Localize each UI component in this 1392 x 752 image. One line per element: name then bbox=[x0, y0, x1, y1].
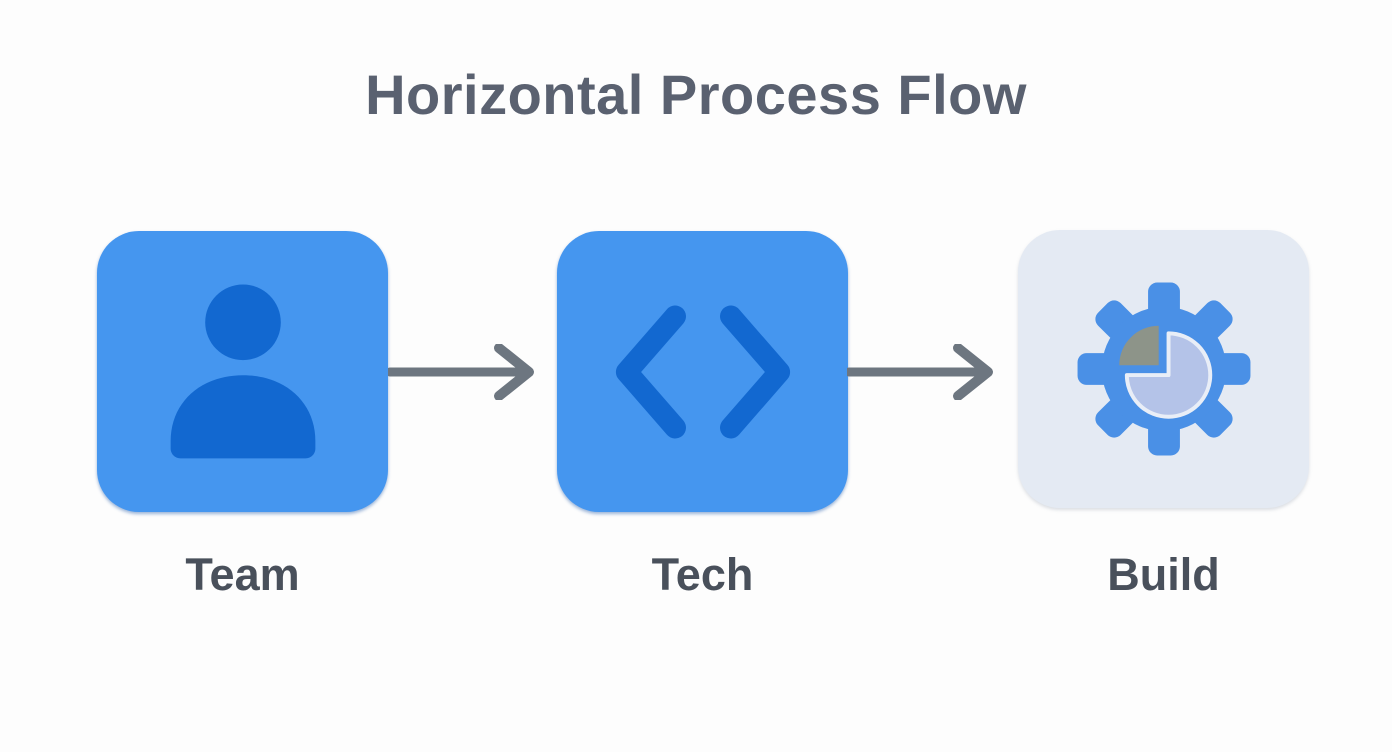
arrow-right-icon bbox=[388, 344, 534, 400]
gear-pie-icon bbox=[1077, 282, 1250, 456]
step-label-build: Build bbox=[1107, 549, 1220, 600]
code-icon bbox=[615, 305, 790, 438]
step-node-team bbox=[97, 231, 388, 512]
person-icon bbox=[170, 284, 315, 458]
step-label-team: Team bbox=[185, 549, 300, 600]
pie-chart-glyph bbox=[1118, 325, 1212, 419]
arrow-right-icon bbox=[847, 344, 993, 400]
step-node-tech bbox=[557, 231, 848, 512]
step-label-tech: Tech bbox=[651, 549, 754, 600]
step-node-build bbox=[1018, 230, 1309, 508]
diagram-title: Horizontal Process Flow bbox=[365, 63, 1027, 126]
